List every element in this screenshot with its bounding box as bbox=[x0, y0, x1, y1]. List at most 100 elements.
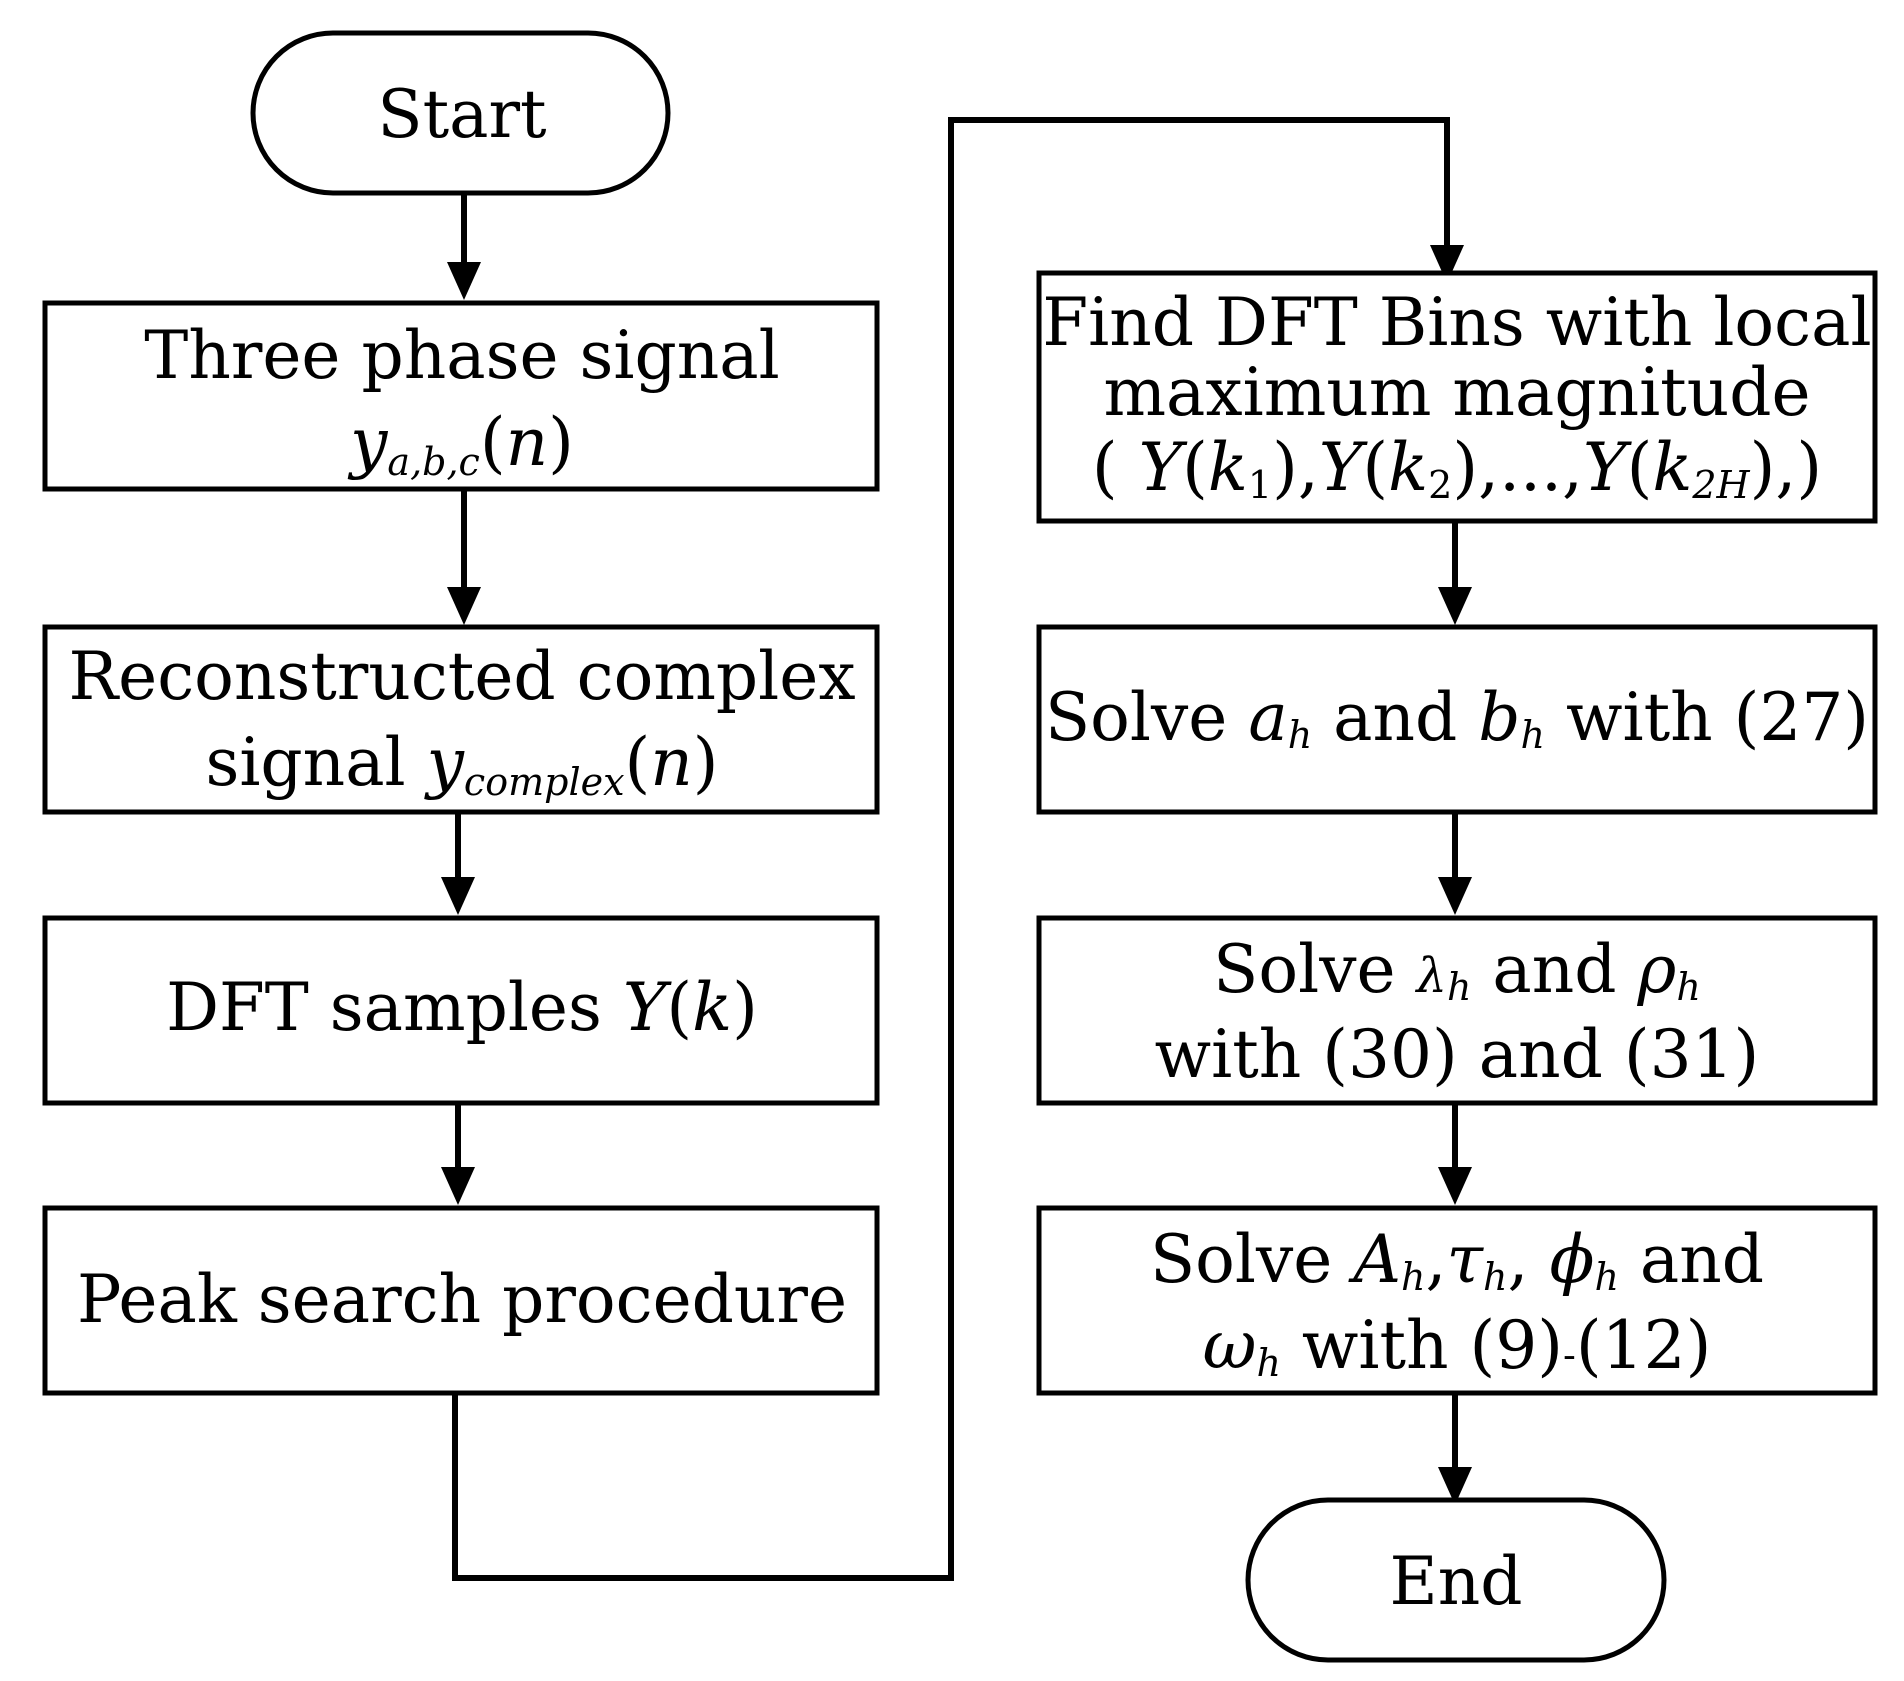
solve-A-A: A bbox=[1347, 1221, 1401, 1298]
reconstructed-arg: n bbox=[650, 724, 693, 801]
find-bins-c1: ), bbox=[1272, 429, 1319, 506]
solve-lambda-box bbox=[1036, 915, 1878, 1106]
solve-A-solve: Solve bbox=[1150, 1221, 1353, 1298]
three-phase-box bbox=[42, 300, 880, 492]
dft-arg: k bbox=[692, 969, 732, 1046]
solve-A-tau: τ bbox=[1446, 1221, 1484, 1298]
end-label: End bbox=[1390, 1543, 1523, 1620]
connector-peak-to-find-bins bbox=[452, 117, 1450, 1581]
solve-A-with: with (9) bbox=[1281, 1307, 1563, 1384]
solve-A-phi-sub: h bbox=[1594, 1255, 1618, 1299]
three-phase-sub: a,b,c bbox=[387, 440, 479, 484]
reconstructed-arg-open: ( bbox=[625, 724, 651, 801]
find-bins-k3: k bbox=[1652, 429, 1692, 506]
dft-var: Y bbox=[623, 969, 672, 1046]
solve-lambda-lambda: λ bbox=[1415, 948, 1447, 1004]
find-bins-s3: 2H bbox=[1691, 463, 1750, 507]
find-bins-p2: ( bbox=[1362, 429, 1388, 506]
solve-A-dash: - bbox=[1563, 1333, 1576, 1377]
three-phase-line1: Three phase signal bbox=[144, 317, 779, 394]
peak-label: Peak search procedure bbox=[77, 1261, 847, 1338]
solve-lambda-rho-sub: h bbox=[1676, 965, 1700, 1009]
solve-A-comma1: , bbox=[1426, 1221, 1447, 1298]
find-bins-line1: Find DFT Bins with local bbox=[1042, 284, 1871, 361]
dft-box bbox=[42, 915, 880, 1106]
find-bins-box bbox=[1036, 270, 1878, 524]
solve-ab-solve: Solve bbox=[1045, 679, 1248, 756]
solve-lambda-solve: Solve bbox=[1213, 931, 1416, 1008]
solve-ab-a-sub: h bbox=[1288, 713, 1312, 757]
reconstructed-var: y bbox=[424, 724, 465, 801]
reconstructed-box bbox=[42, 624, 880, 815]
find-bins-s2: 2 bbox=[1428, 463, 1452, 507]
reconstructed-line1: Reconstructed complex bbox=[68, 638, 855, 715]
solve-ab-box bbox=[1036, 624, 1878, 815]
find-bins-line3: ( Y(k1),Y(k2),...,Y(k2H),) bbox=[1092, 429, 1822, 507]
solve-ab-a: a bbox=[1248, 679, 1287, 756]
arrowhead-solve-ab bbox=[1438, 587, 1472, 625]
find-bins-k1: k bbox=[1208, 429, 1248, 506]
solve-A-eq12: (12) bbox=[1576, 1307, 1711, 1384]
arrowhead-solve-A bbox=[1438, 1167, 1472, 1205]
arrowheads bbox=[441, 245, 1472, 1505]
find-bins-p3: ( bbox=[1627, 429, 1653, 506]
dft-arg-close: ) bbox=[732, 969, 758, 1046]
solve-A-line1: Solve Ah,τh, ϕh and bbox=[1150, 1221, 1764, 1299]
arrowhead-find-bins bbox=[1430, 245, 1464, 283]
arrowhead-reconstructed bbox=[447, 587, 481, 625]
find-bins-p1: ( bbox=[1182, 429, 1208, 506]
solve-ab-label: Solve ah and bh with (27) bbox=[1045, 679, 1869, 757]
find-bins-c2: ),..., bbox=[1452, 429, 1583, 506]
find-bins-line2: maximum magnitude bbox=[1103, 354, 1810, 431]
dft-label: DFT samples Y(k) bbox=[166, 969, 758, 1046]
three-phase-var: y bbox=[347, 404, 388, 481]
solve-lambda-lambda-sub: h bbox=[1447, 965, 1471, 1009]
reconstructed-prefix: signal bbox=[205, 724, 426, 801]
three-phase-arg-close: ) bbox=[548, 404, 574, 481]
solve-ab-b: b bbox=[1478, 679, 1520, 756]
find-bins-Y1: Y bbox=[1139, 429, 1188, 506]
arrowhead-end bbox=[1438, 1467, 1472, 1505]
solve-A-and: and bbox=[1619, 1221, 1764, 1298]
solve-A-line2: ωh with (9)-(12) bbox=[1203, 1307, 1712, 1385]
solve-A-A-sub: h bbox=[1401, 1255, 1425, 1299]
arrowhead-solve-lambda bbox=[1438, 877, 1472, 915]
solve-ab-b-sub: h bbox=[1521, 713, 1545, 757]
solve-A-omega-sub: h bbox=[1256, 1341, 1280, 1385]
connectors bbox=[452, 117, 1458, 1581]
nodes bbox=[42, 30, 1878, 1663]
find-bins-open: ( bbox=[1092, 429, 1139, 506]
end-terminator bbox=[1245, 1497, 1667, 1663]
reconstructed-sub: complex bbox=[464, 760, 625, 804]
solve-lambda-and: and bbox=[1471, 931, 1637, 1008]
solve-lambda-line1: Solve λh and ρh bbox=[1213, 931, 1701, 1009]
solve-A-tau-sub: h bbox=[1483, 1255, 1507, 1299]
start-label: Start bbox=[377, 76, 546, 153]
solve-ab-with: with (27) bbox=[1545, 679, 1869, 756]
solve-ab-and: and bbox=[1312, 679, 1478, 756]
find-bins-Y2: Y bbox=[1319, 429, 1368, 506]
arrowhead-three-phase bbox=[447, 262, 481, 300]
three-phase-arg-open: ( bbox=[480, 404, 506, 481]
arrowhead-peak bbox=[441, 1167, 475, 1205]
find-bins-c3: ),) bbox=[1750, 429, 1822, 506]
reconstructed-arg-close: ) bbox=[693, 724, 719, 801]
solve-A-phi: ϕ bbox=[1549, 1221, 1594, 1298]
reconstructed-line2: signal ycomplex(n) bbox=[205, 724, 718, 804]
node-labels: Start Three phase signal ya,b,c(n) Recon… bbox=[68, 76, 1871, 1620]
find-bins-Y3: Y bbox=[1583, 429, 1632, 506]
peak-box bbox=[42, 1205, 880, 1396]
solve-A-box bbox=[1036, 1205, 1878, 1396]
solve-lambda-line2: with (30) and (31) bbox=[1155, 1016, 1760, 1093]
arrowhead-dft bbox=[441, 877, 475, 915]
three-phase-arg: n bbox=[506, 404, 549, 481]
three-phase-line2: ya,b,c(n) bbox=[347, 404, 574, 484]
solve-A-omega: ω bbox=[1203, 1307, 1257, 1384]
dft-prefix: DFT samples bbox=[166, 969, 623, 1046]
solve-lambda-rho: ρ bbox=[1637, 931, 1677, 1008]
find-bins-k2: k bbox=[1388, 429, 1428, 506]
start-terminator bbox=[250, 30, 671, 196]
solve-A-comma2: , bbox=[1507, 1221, 1549, 1298]
find-bins-s1: 1 bbox=[1248, 463, 1272, 507]
